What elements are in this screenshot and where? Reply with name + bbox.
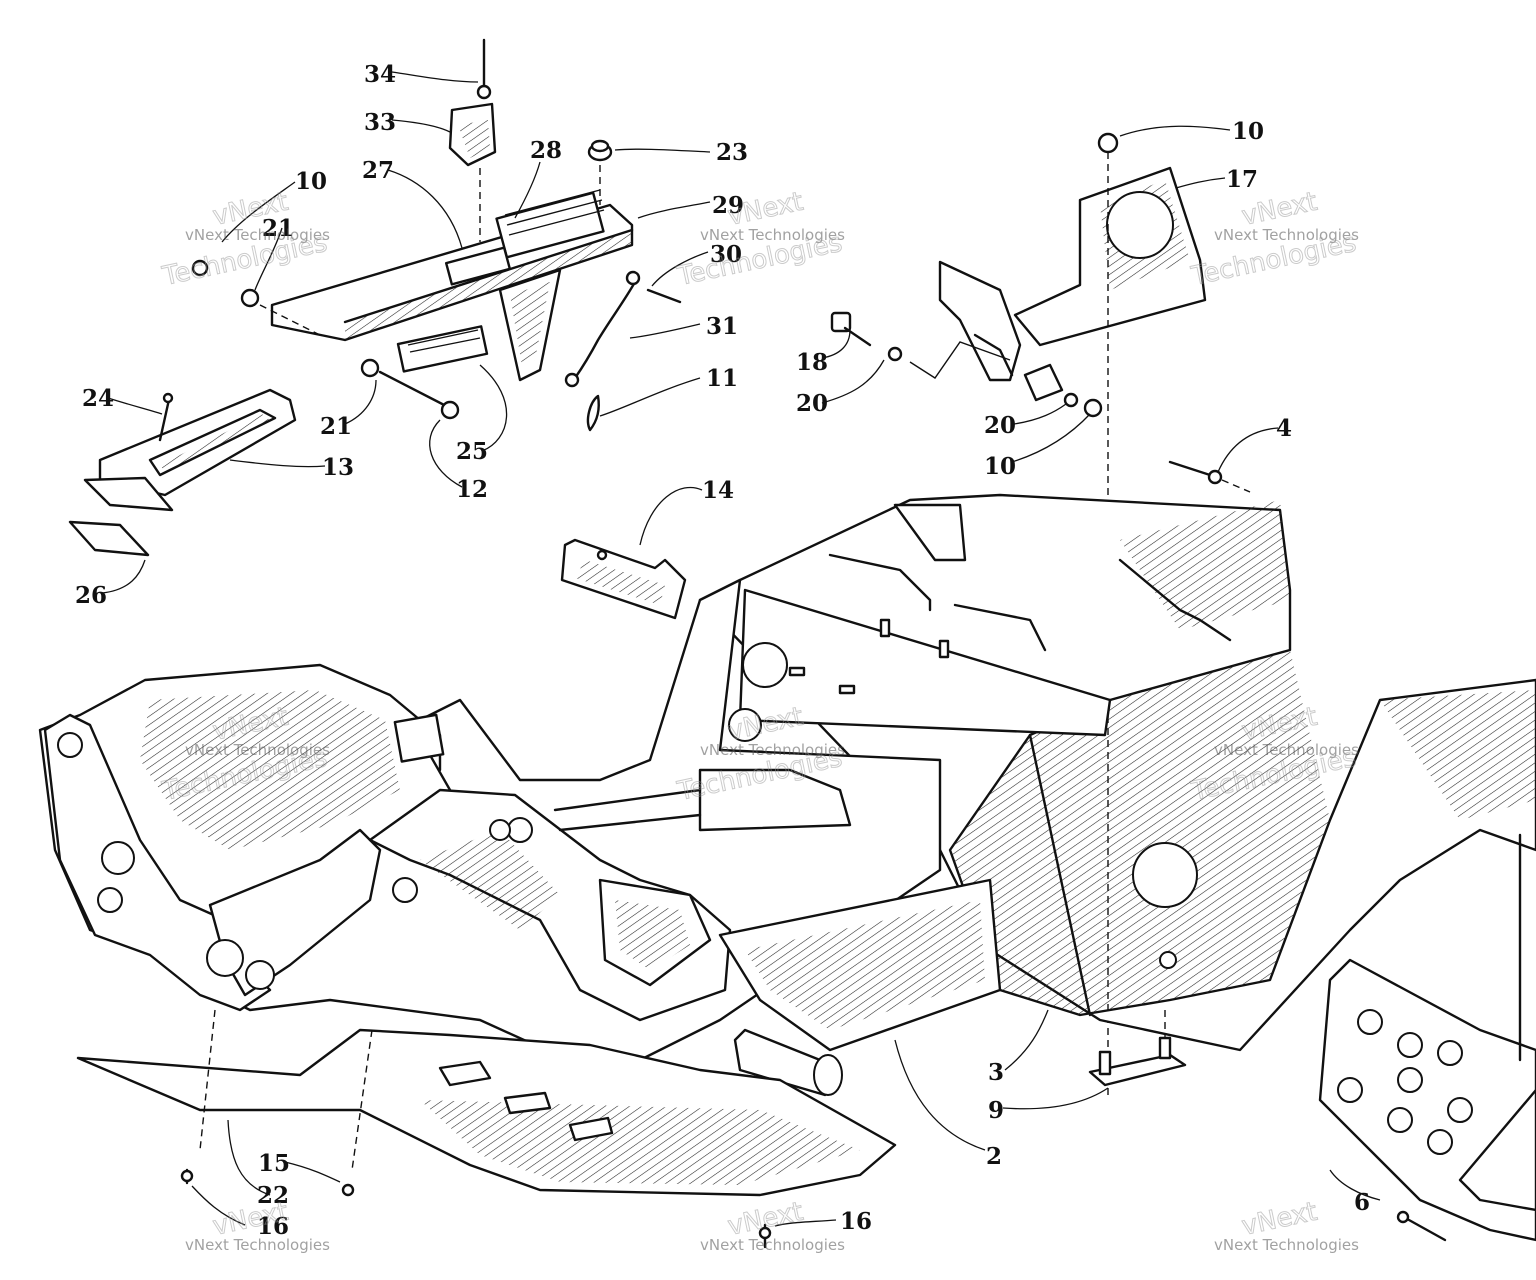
- cable-strap: [564, 270, 682, 432]
- callout-9: 9: [988, 1097, 1004, 1124]
- callout-2: 2: [986, 1143, 1002, 1170]
- leader-lines: [101, 71, 1381, 1227]
- callout-15: 15: [258, 1150, 290, 1177]
- stud-bolts: [788, 618, 950, 695]
- callout-17: 17: [1226, 166, 1258, 193]
- callout-11: 11: [706, 365, 738, 392]
- callout-26: 26: [75, 582, 107, 609]
- watermark-text: vNext Technologies: [700, 741, 845, 759]
- callout-29: 29: [712, 192, 744, 219]
- callout-20-b: 20: [984, 412, 1016, 439]
- callout-3: 3: [988, 1059, 1004, 1086]
- mount-plate: [1088, 1010, 1187, 1087]
- footrest-plate: [1318, 833, 1536, 1242]
- callout-31: 31: [706, 313, 738, 340]
- watermark-bottom-left: vNext Technologies vNext: [185, 1196, 330, 1254]
- callout-16-a: 16: [257, 1213, 289, 1240]
- callout-16-b: 16: [840, 1208, 872, 1235]
- gauge-bracket: [830, 132, 1207, 1095]
- belly-pan: [76, 1009, 897, 1249]
- watermark-top-center: vNext Technologies vNext Technologies: [674, 186, 846, 292]
- frame-rivet: [1168, 460, 1251, 493]
- watermark-text: vNext Technologies: [185, 226, 330, 244]
- callout-34: 34: [364, 61, 396, 88]
- callout-24: 24: [82, 385, 114, 412]
- callout-33: 33: [364, 109, 396, 136]
- callout-27: 27: [362, 157, 394, 184]
- watermark-text: vNext Technologies: [700, 1236, 845, 1254]
- callout-14: 14: [702, 477, 734, 504]
- callout-23: 23: [716, 139, 748, 166]
- callout-13: 13: [322, 454, 354, 481]
- callout-22: 22: [257, 1182, 289, 1209]
- front-bulkhead: [38, 578, 1002, 1097]
- watermark-top-left: vNext Technologies vNext Technologies: [159, 186, 331, 292]
- lock-latch: [448, 38, 497, 242]
- rubber-bumper: [587, 139, 613, 205]
- callout-28: 28: [530, 137, 562, 164]
- watermark-text: vNext Technologies: [700, 226, 845, 244]
- callout-21-b: 21: [320, 413, 352, 440]
- chassis-frame: [698, 493, 1536, 1052]
- callout-10-b: 10: [1232, 118, 1264, 145]
- callout-20-a: 20: [796, 390, 828, 417]
- callout-6: 6: [1354, 1189, 1370, 1216]
- callout-30: 30: [710, 241, 742, 268]
- callout-21-a: 21: [262, 215, 294, 242]
- callout-10-c: 10: [984, 453, 1016, 480]
- watermark-bottom-right: vNext Technologies vNext: [1214, 1196, 1359, 1254]
- watermark-text: vNext Technologies: [185, 1236, 330, 1254]
- callout-labels: 34 33 28 23 27 29 10 21 30 31 11 24 21 2…: [75, 61, 1370, 1240]
- callout-10-a: 10: [295, 168, 327, 195]
- hood-hinge: [68, 388, 297, 557]
- console-panel: [270, 189, 634, 382]
- watermark-text: vNext Technologies: [185, 741, 330, 759]
- watermark-top-right: vNext Technologies vNext Technologies: [1188, 186, 1360, 292]
- watermark-text: vNext Technologies: [1214, 1236, 1359, 1254]
- watermark-text: vNext Technologies: [1214, 226, 1359, 244]
- callout-12: 12: [456, 476, 488, 503]
- watermark-text: vNext Technologies: [1214, 741, 1359, 759]
- watermark-bottom-center: vNext Technologies vNext: [700, 1196, 845, 1254]
- side-panel: [560, 538, 687, 620]
- hood-bolts: [191, 259, 460, 420]
- callout-4: 4: [1276, 415, 1292, 442]
- callout-18: 18: [796, 349, 828, 376]
- callout-25: 25: [456, 438, 488, 465]
